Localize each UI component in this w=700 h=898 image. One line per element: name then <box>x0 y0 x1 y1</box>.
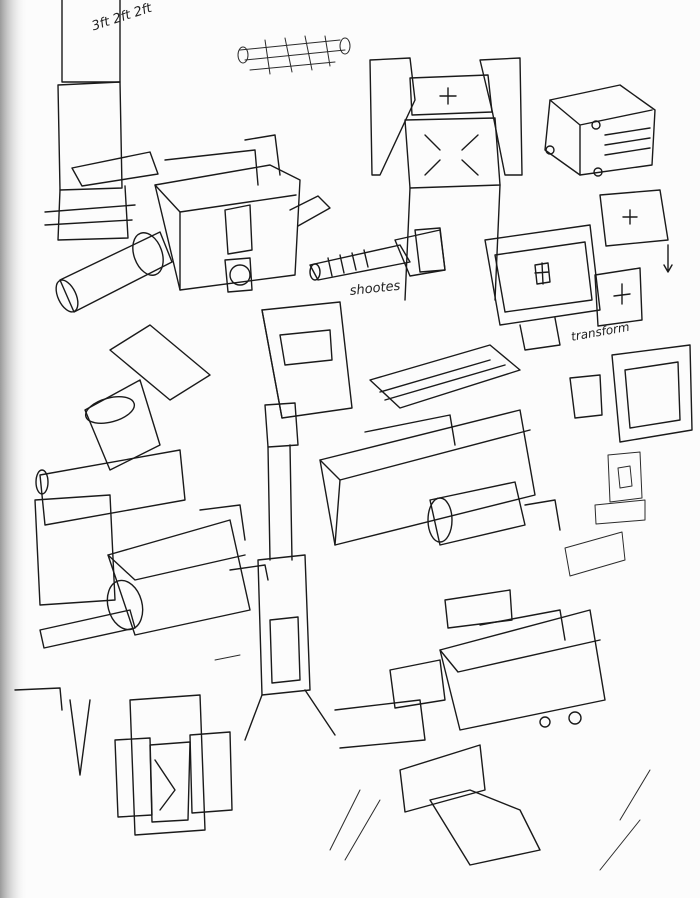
sketch-stray-lines <box>214 654 651 871</box>
sketch-frame-transform <box>569 344 693 443</box>
sketch-gun-lowerleft <box>39 504 269 649</box>
sketch-blaster-center-right <box>319 409 561 546</box>
sketch-scope-left <box>34 324 211 606</box>
sketch-gun-bottomright <box>389 589 606 866</box>
sketch-tower-center <box>244 301 426 749</box>
sketch-cannon-topleft <box>55 134 331 313</box>
sketch-monitor-right <box>484 224 643 351</box>
binding-shadow <box>0 0 28 898</box>
sketch-backpack-top <box>369 57 523 301</box>
sketch-launcher-shoots <box>309 229 446 281</box>
sketch-screen-topright <box>599 189 673 273</box>
sketch-tray-center <box>369 344 521 409</box>
sketch-small-figure-right <box>564 451 646 577</box>
sketch-tower-topleft <box>44 0 159 241</box>
sketch-roller-top <box>237 35 351 75</box>
sketch-armor-bottomleft <box>14 687 233 836</box>
sketch-canister-topright <box>544 84 656 177</box>
